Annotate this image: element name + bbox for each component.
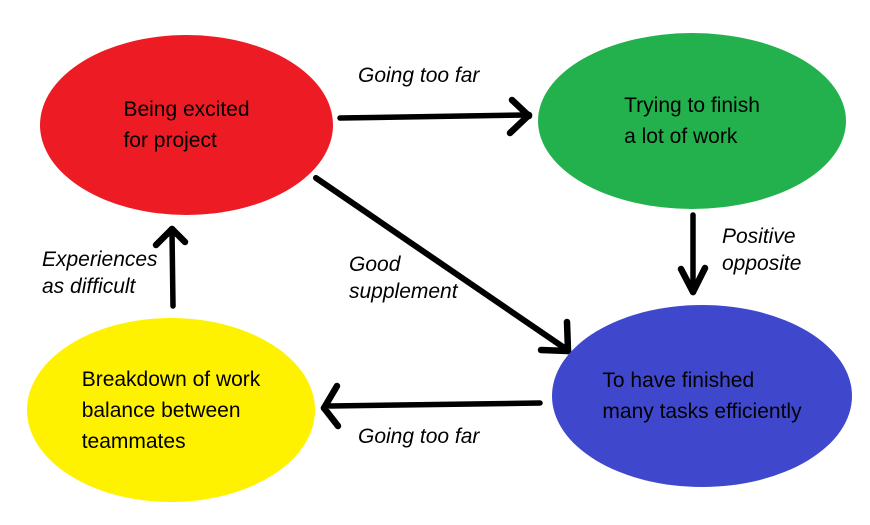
edge-label-line: Good — [349, 253, 401, 276]
edge-label-line: opposite — [722, 252, 802, 275]
edge-label-line: supplement — [349, 280, 458, 303]
node-finished-many-tasks: To have finished many tasks efficiently — [552, 305, 852, 487]
arrow-excited-to-trying — [337, 96, 533, 137]
edge-label-line: Experiences — [42, 248, 158, 271]
arrow-excited-to-finished — [313, 175, 572, 355]
node-label-line: balance between — [81, 398, 241, 422]
node-label-line: Trying to finish — [624, 94, 760, 117]
node-label-line: To have finished — [602, 369, 755, 392]
node-being-excited: Being excited for project — [40, 35, 333, 215]
edge-label-positive-opposite: Positive opposite — [722, 223, 801, 277]
node-being-excited-label: Being excited for project — [123, 94, 249, 156]
edge-label-line: Going too far — [358, 64, 480, 87]
edge-label-going-too-far-top: Going too far — [358, 62, 479, 89]
node-trying-to-finish-label: Trying to finish a lot of work — [624, 90, 760, 152]
edge-label-going-too-far-bottom: Going too far — [358, 423, 479, 450]
node-breakdown-of-work: Breakdown of work balance between teamma… — [27, 318, 315, 502]
node-trying-to-finish: Trying to finish a lot of work — [538, 33, 846, 209]
edge-label-line: Going too far — [358, 425, 480, 448]
edge-label-line: Positive — [722, 225, 796, 248]
arrow-breakdown-to-excited — [152, 225, 189, 309]
edge-label-experiences-as-difficult: Experiences as difficult — [42, 246, 158, 300]
node-label-line: many tasks efficiently — [602, 400, 802, 423]
node-label-line: teammates — [81, 429, 186, 453]
node-label-line: for project — [123, 129, 217, 152]
arrow-trying-to-finished — [677, 212, 709, 296]
node-label-line: Breakdown of work — [81, 367, 261, 391]
node-finished-many-tasks-label: To have finished many tasks efficiently — [602, 365, 801, 427]
arrow-finished-to-breakdown — [320, 382, 543, 430]
node-label-line: a lot of work — [624, 125, 738, 148]
node-breakdown-of-work-label: Breakdown of work balance between teamma… — [82, 364, 261, 457]
edge-label-line: as difficult — [42, 275, 136, 298]
edge-label-good-supplement: Good supplement — [349, 251, 458, 305]
node-label-line: Being excited — [123, 98, 250, 121]
